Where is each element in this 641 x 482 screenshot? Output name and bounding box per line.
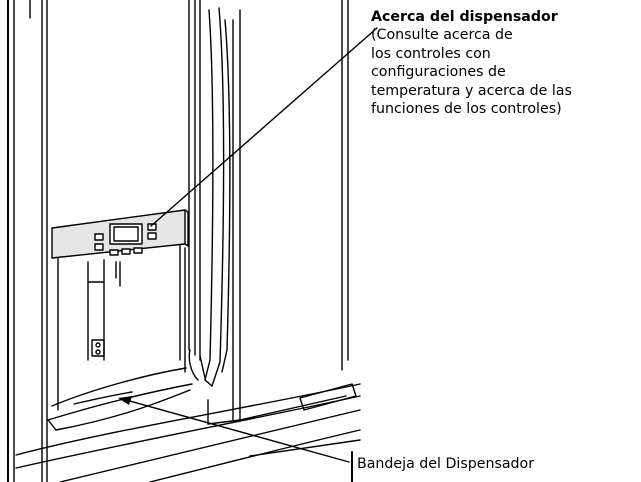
right-door (207, 0, 349, 425)
door-handle (188, 7, 231, 387)
callout-line: temperatura y acerca de las (371, 82, 572, 99)
tray-callout: Bandeja del Dispensador (357, 456, 535, 472)
cabinet-outline (7, 0, 48, 482)
tray-arrowhead (118, 396, 132, 405)
tray-leader-line (125, 399, 350, 463)
callout-line: (Consulte acerca de (371, 27, 513, 44)
freezer-drawer (15, 383, 361, 482)
dispenser-recess (57, 245, 186, 411)
callout-title: Acerca del dispensador (371, 9, 558, 25)
left-door (188, 0, 201, 361)
callout-line: funciones de los controles) (371, 101, 562, 118)
callout-line: los controles con (371, 45, 491, 62)
callout-line: configuraciones de (371, 64, 506, 81)
dispenser-callout: Acerca del dispensador (Consulte acerca … (371, 8, 572, 118)
dispenser-panel (51, 209, 189, 259)
leader-lines (118, 27, 378, 482)
dispenser-leader-line (150, 27, 378, 227)
